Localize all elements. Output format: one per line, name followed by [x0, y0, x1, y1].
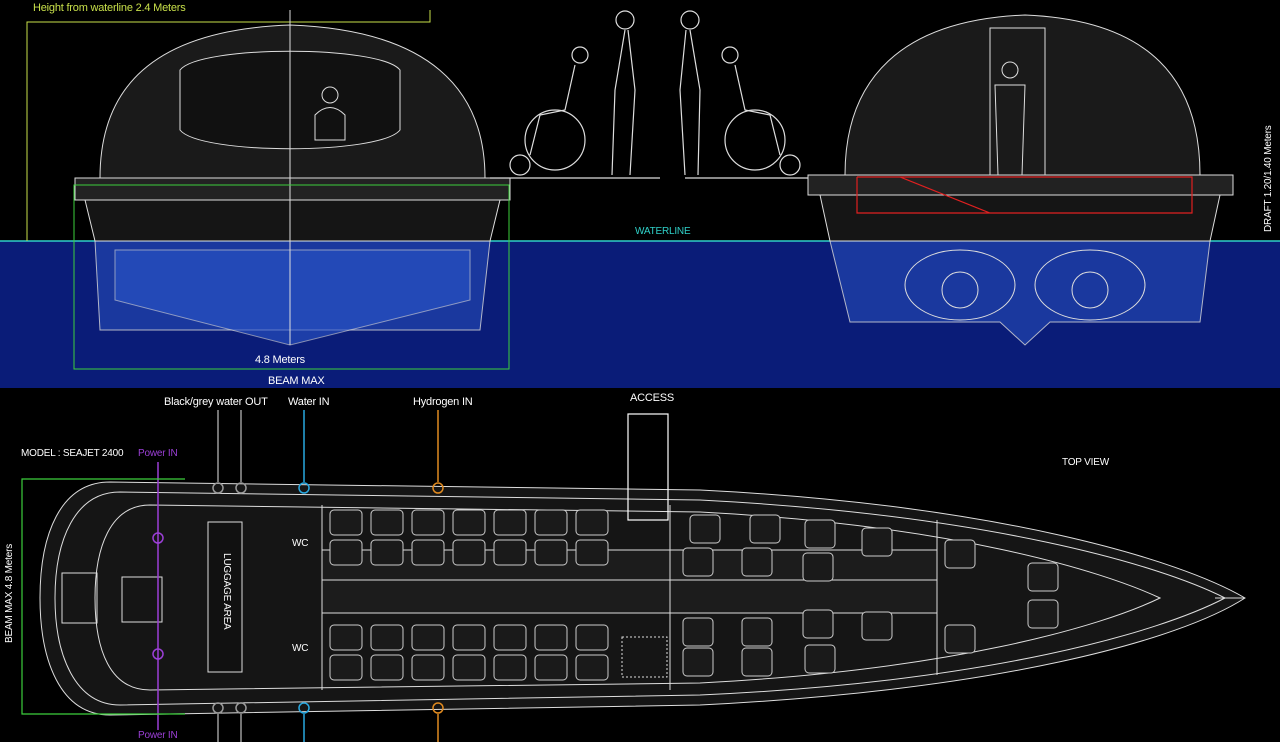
seat: [329, 654, 363, 681]
seat: [741, 617, 773, 647]
black-grey-water-label: Black/grey water OUT: [164, 396, 268, 408]
seat: [493, 624, 527, 651]
seat: [749, 514, 781, 544]
seat: [1027, 599, 1059, 629]
seat: [329, 624, 363, 651]
seat: [534, 509, 568, 536]
beam-max-label: BEAM MAX: [268, 375, 325, 387]
connector-lines: [152, 410, 444, 742]
height-dimension-line: [26, 10, 431, 241]
seat: [682, 617, 714, 647]
seat: [741, 647, 773, 677]
seat: [370, 654, 404, 681]
water-in-label: Water IN: [288, 396, 330, 408]
seat: [370, 624, 404, 651]
seat: [329, 509, 363, 536]
seat: [682, 547, 714, 577]
draft-label: DRAFT 1.20/1.40 Meters: [1263, 125, 1274, 232]
red-ramp-outline: [856, 176, 1193, 214]
rear-view-boat: [807, 14, 1234, 346]
seat: [802, 552, 834, 582]
seat: [682, 647, 714, 677]
seat: [411, 539, 445, 566]
seat: [802, 609, 834, 639]
seat: [493, 654, 527, 681]
seat: [370, 539, 404, 566]
access-label: ACCESS: [630, 392, 675, 404]
seat-layout: [329, 509, 1059, 681]
seat: [534, 539, 568, 566]
model-label: MODEL : SEAJET 2400: [21, 448, 124, 459]
seat: [741, 547, 773, 577]
width-label: 4.8 Meters: [255, 354, 305, 366]
seat: [411, 654, 445, 681]
wc-top-label: WC: [292, 538, 309, 549]
power-in-top-label: Power IN: [138, 448, 178, 459]
beam-max-bracket: [21, 478, 185, 715]
beam-box: [73, 184, 510, 370]
waterline-label: WATERLINE: [635, 226, 691, 237]
seat: [944, 624, 976, 654]
seat: [370, 509, 404, 536]
seat: [493, 539, 527, 566]
seat: [1027, 562, 1059, 592]
seat: [689, 514, 721, 544]
seat: [411, 624, 445, 651]
seat: [452, 624, 486, 651]
seat: [575, 539, 609, 566]
seat: [575, 624, 609, 651]
seat: [534, 624, 568, 651]
seat: [329, 539, 363, 566]
top-view-label: TOP VIEW: [1062, 457, 1109, 468]
seat: [452, 654, 486, 681]
seat: [452, 509, 486, 536]
wheelchair-figures: [490, 10, 830, 179]
seat: [575, 509, 609, 536]
seat: [575, 654, 609, 681]
luggage-area-label: LUGGAGE AREA: [221, 553, 232, 630]
seat: [411, 509, 445, 536]
seat: [804, 519, 836, 549]
seat: [804, 644, 836, 674]
seat: [534, 654, 568, 681]
seat: [452, 539, 486, 566]
power-in-bottom-label: Power IN: [138, 730, 178, 741]
height-label: Height from waterline 2.4 Meters: [33, 2, 186, 14]
seat: [861, 527, 893, 557]
seat: [861, 611, 893, 641]
hydrogen-in-label: Hydrogen IN: [413, 396, 473, 408]
wc-bottom-label: WC: [292, 643, 309, 654]
front-view-boat: [74, 10, 511, 346]
seat: [944, 539, 976, 569]
beam-max-side-label: BEAM MAX 4.8 Meters: [4, 543, 15, 643]
seat: [493, 509, 527, 536]
access-box: [627, 413, 669, 521]
